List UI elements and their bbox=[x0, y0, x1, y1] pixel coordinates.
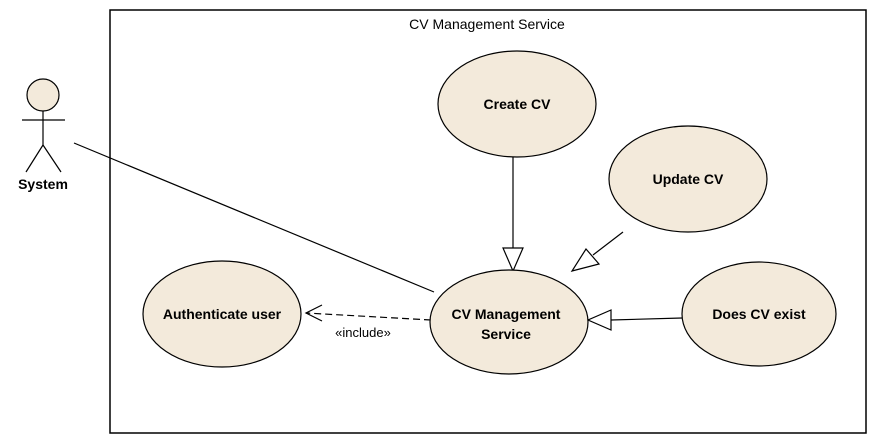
use-case-create-cv-label: Create CV bbox=[484, 96, 552, 112]
boundary-title: CV Management Service bbox=[409, 16, 565, 32]
system-boundary bbox=[109, 9, 867, 434]
use-case-create-cv[interactable]: Create CV bbox=[437, 50, 597, 158]
use-case-does-cv-exist-label: Does CV exist bbox=[712, 306, 806, 322]
actor-left-leg bbox=[25, 144, 44, 173]
use-case-cv-management-service[interactable]: CV Management Service bbox=[429, 269, 589, 375]
use-case-update-cv-label: Update CV bbox=[653, 171, 724, 187]
use-case-does-cv-exist[interactable]: Does CV exist bbox=[681, 261, 837, 367]
actor-right-leg bbox=[42, 144, 62, 173]
include-label: «include» bbox=[335, 325, 391, 340]
include-line bbox=[305, 312, 432, 321]
actor-system[interactable]: System bbox=[18, 78, 68, 192]
generalization-exist-arrowhead bbox=[586, 309, 612, 331]
use-case-update-cv[interactable]: Update CV bbox=[608, 125, 768, 233]
generalization-create-arrowhead bbox=[502, 247, 524, 273]
actor-head bbox=[26, 78, 60, 112]
use-case-cv-management-label-1: CV Management bbox=[452, 306, 561, 322]
generalization-exist-line bbox=[610, 317, 683, 321]
actor-label: System bbox=[18, 176, 68, 192]
generalization-update-arrowhead bbox=[570, 247, 601, 272]
association-line bbox=[73, 142, 435, 293]
use-case-authenticate-user[interactable]: Authenticate user bbox=[142, 260, 302, 368]
include-arrowhead bbox=[304, 304, 323, 322]
use-case-cv-management-label-2: Service bbox=[481, 326, 531, 342]
use-case-authenticate-user-label: Authenticate user bbox=[163, 306, 282, 322]
generalization-update-line bbox=[592, 231, 624, 256]
